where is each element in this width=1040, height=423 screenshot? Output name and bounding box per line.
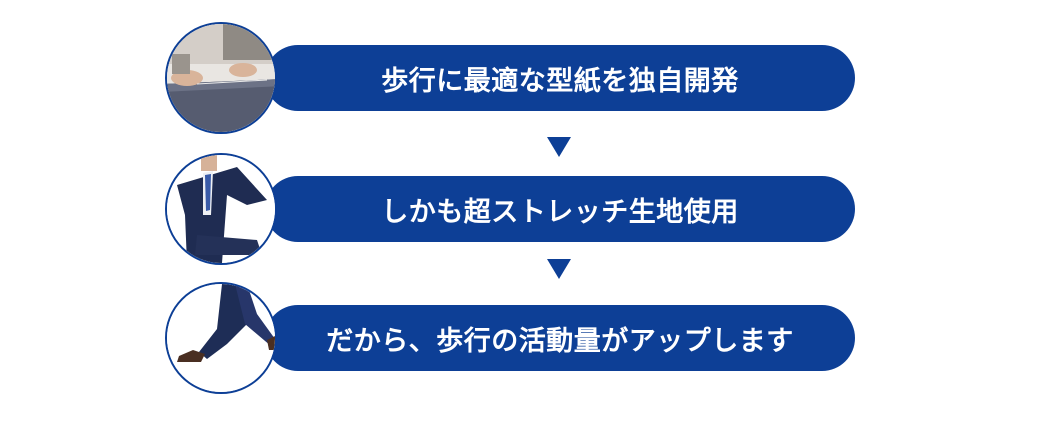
stretching-suit-photo bbox=[165, 153, 277, 265]
step-3: だから、歩行の活動量がアップします bbox=[165, 282, 855, 394]
pattern-cutting-photo bbox=[165, 22, 277, 134]
walking-legs-photo bbox=[165, 282, 277, 394]
step-3-label: だから、歩行の活動量がアップします bbox=[326, 319, 794, 358]
step-3-banner: だから、歩行の活動量がアップします bbox=[265, 305, 855, 371]
step-2: しかも超ストレッチ生地使用 bbox=[165, 153, 855, 265]
step-1: 歩行に最適な型紙を独自開発 bbox=[165, 22, 855, 134]
down-arrow-icon bbox=[547, 259, 571, 279]
step-2-banner: しかも超ストレッチ生地使用 bbox=[265, 176, 855, 242]
step-1-banner: 歩行に最適な型紙を独自開発 bbox=[265, 45, 855, 111]
step-2-label: しかも超ストレッチ生地使用 bbox=[381, 190, 739, 229]
step-1-label: 歩行に最適な型紙を独自開発 bbox=[381, 59, 739, 98]
